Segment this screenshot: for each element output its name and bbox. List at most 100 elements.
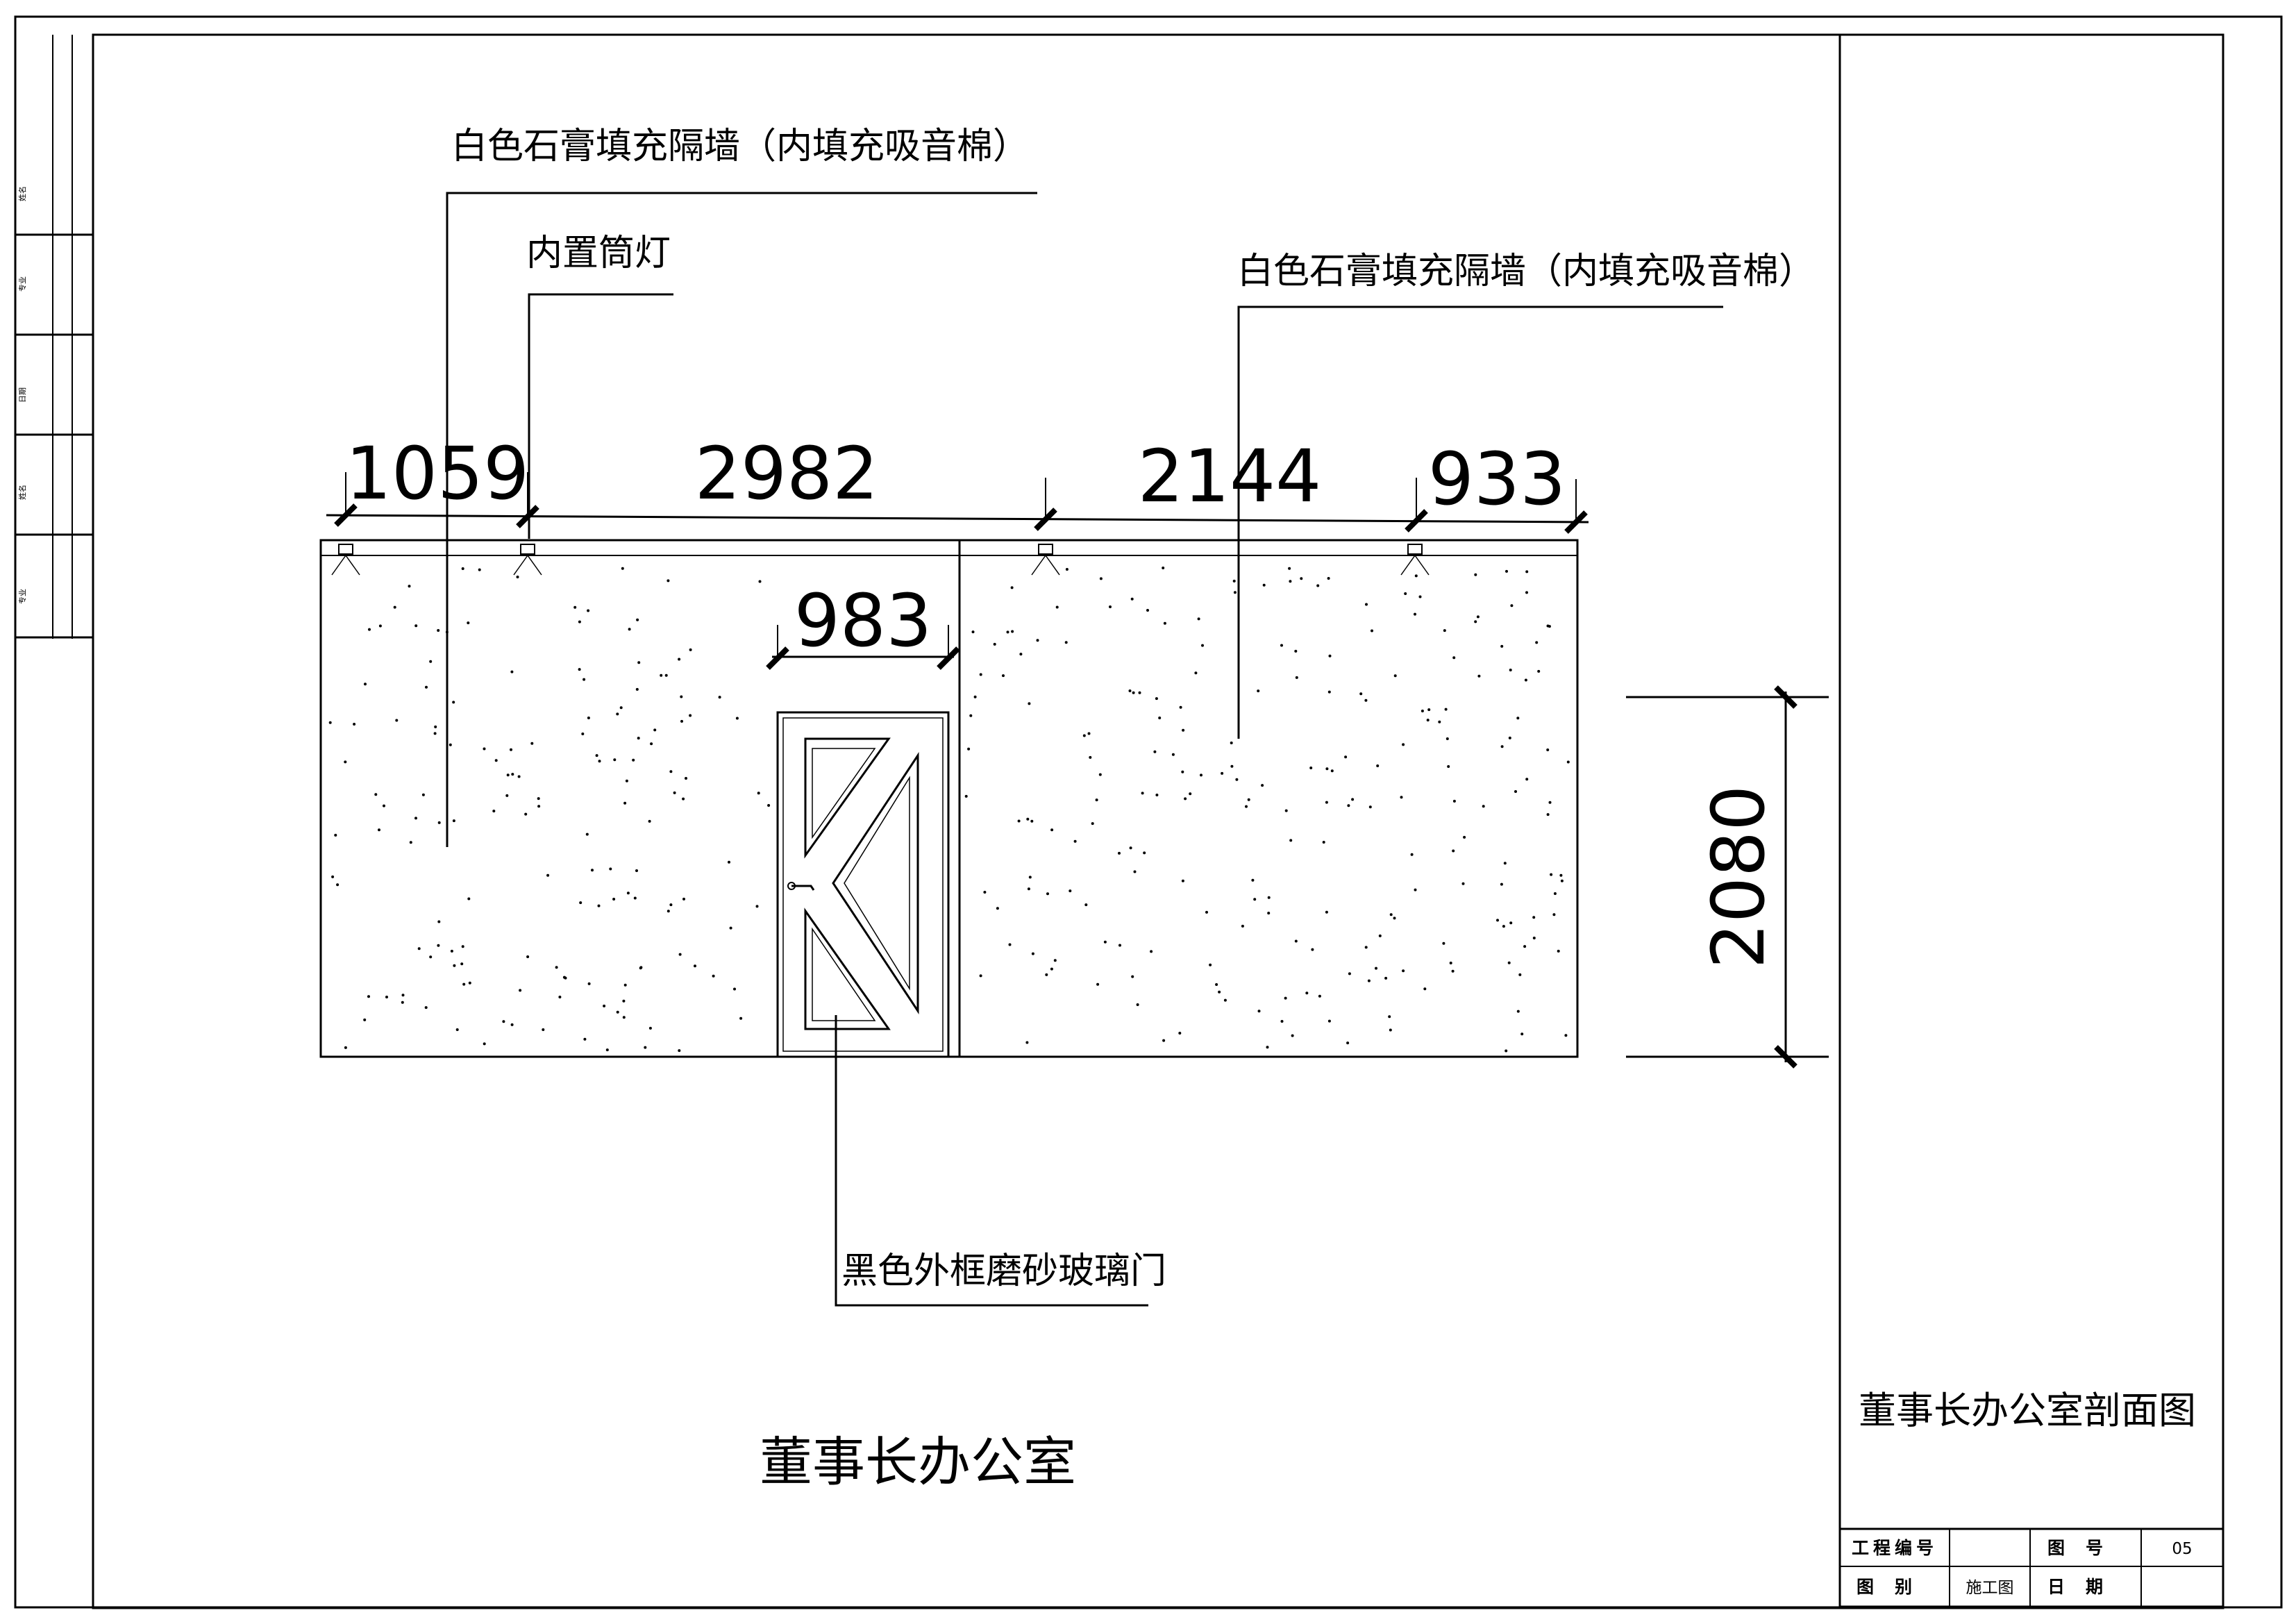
stipple-dot [1284, 996, 1287, 1000]
stipple-dot [1393, 916, 1396, 920]
stipple-dot [546, 873, 550, 877]
stipple-dot [1266, 1046, 1269, 1049]
stipple-dot [996, 907, 999, 910]
stipple-dot [1008, 943, 1012, 946]
stipple-dot [973, 695, 977, 698]
stipple-dot [635, 869, 638, 872]
stipple-dot [1525, 778, 1529, 781]
stipple-dot [483, 747, 486, 751]
stipple-dot [1184, 797, 1187, 801]
downlight-icon [1031, 544, 1060, 576]
stipple-dot [1305, 991, 1309, 995]
stipple-dot [1036, 639, 1039, 642]
stipple-dot [1019, 653, 1023, 656]
stipple-dot [1291, 1034, 1294, 1037]
stipple-dot [1096, 982, 1100, 986]
stipple-dot [735, 717, 739, 720]
stipple-dot [414, 624, 418, 628]
stipple-dot [461, 567, 464, 570]
stipple-dot [728, 860, 730, 864]
stipple-dot [1525, 570, 1529, 574]
stipple-dot [993, 642, 996, 646]
leader-door: 黑色外框磨砂玻璃门 [835, 1015, 1166, 1307]
stipple-dot [1546, 748, 1550, 751]
stipple-dot [510, 748, 512, 751]
stipple-dot [1318, 994, 1321, 998]
stipple-dot [1011, 630, 1014, 633]
stipple-dot [408, 585, 411, 588]
stipple-dot [1205, 910, 1208, 914]
stipple-dot [1389, 1028, 1392, 1032]
stipple-dot [526, 955, 530, 958]
stipple-dot [636, 618, 639, 621]
downlight-icon [513, 544, 542, 576]
stipple-dot [1505, 569, 1508, 573]
stipple-dot [1532, 937, 1536, 939]
stipple-dot [767, 804, 771, 807]
stipple-dot [1010, 586, 1014, 589]
stipple-dot [1509, 669, 1512, 671]
stipple-dot [1129, 846, 1132, 850]
stipple-dot [1128, 689, 1132, 692]
stipple-dot [685, 777, 687, 780]
leader-downlight: 内置筒灯 [526, 233, 673, 539]
wall-hatch-stipple [328, 567, 1570, 1053]
stipple-dot [1131, 975, 1134, 978]
stipple-dot [367, 995, 370, 998]
stipple-dot [1201, 644, 1204, 647]
stipple-dot [635, 687, 639, 691]
stipple-dot [1309, 767, 1313, 769]
stipple-dot [429, 955, 433, 959]
stipple-dot [979, 673, 982, 676]
stipple-dot [625, 779, 628, 782]
stipple-dot [1525, 591, 1528, 594]
dimension-2144: 2144 [1138, 434, 1322, 519]
stipple-dot [1181, 770, 1184, 773]
top-dimension-chain: 1059 2982 2144 933 [326, 431, 1589, 534]
stipple-dot [964, 794, 968, 798]
stipple-dot [755, 905, 759, 908]
stipple-dot [452, 701, 455, 704]
stipple-dot [1327, 1019, 1331, 1023]
stipple-dot [1179, 705, 1182, 709]
side-strip: 姓名 专业 日期 姓名 专业 [14, 35, 93, 639]
stipple-dot [1230, 764, 1234, 768]
room-title: 董事长办公室 [760, 1431, 1076, 1493]
title-block: 工程编号 图号 05 图别 施工图 日期 [1838, 1527, 2224, 1608]
stipple-dot [1508, 736, 1511, 739]
stipple-dot [437, 629, 440, 632]
stipple-dot [1500, 644, 1504, 648]
stipple-dot [1474, 573, 1477, 576]
stipple-dot [1557, 949, 1560, 953]
stipple-dot [437, 920, 441, 923]
stipple-dot [1138, 691, 1141, 694]
stipple-dot [1241, 924, 1244, 928]
stipple-dot [1507, 961, 1511, 964]
stipple-dot [1500, 882, 1503, 886]
stipple-dot [1546, 624, 1550, 628]
stipple-dot [971, 630, 975, 634]
stipple-dot [1223, 998, 1227, 1002]
stipple-dot [516, 576, 519, 578]
dimension-2080: 2080 [1696, 785, 1781, 969]
stipple-dot [682, 897, 685, 901]
stipple-dot [1050, 828, 1054, 832]
stipple-dot [511, 773, 514, 776]
date-label: 日期 [2047, 1577, 2124, 1597]
stipple-dot [637, 737, 640, 740]
stipple-dot [385, 996, 388, 998]
stipple-dot [1330, 769, 1334, 773]
stipple-dot [414, 817, 417, 820]
stipple-dot [1155, 697, 1158, 701]
stipple-dot [1028, 702, 1031, 705]
stipple-dot [1550, 873, 1553, 876]
stipple-dot [694, 964, 696, 968]
stipple-dot [519, 989, 522, 992]
stipple-dot [334, 833, 337, 837]
stipple-dot [983, 891, 987, 894]
stipple-dot [1089, 755, 1092, 759]
stipple-dot [505, 794, 509, 797]
stipple-dot [1215, 983, 1218, 986]
stipple-dot [1427, 708, 1431, 712]
